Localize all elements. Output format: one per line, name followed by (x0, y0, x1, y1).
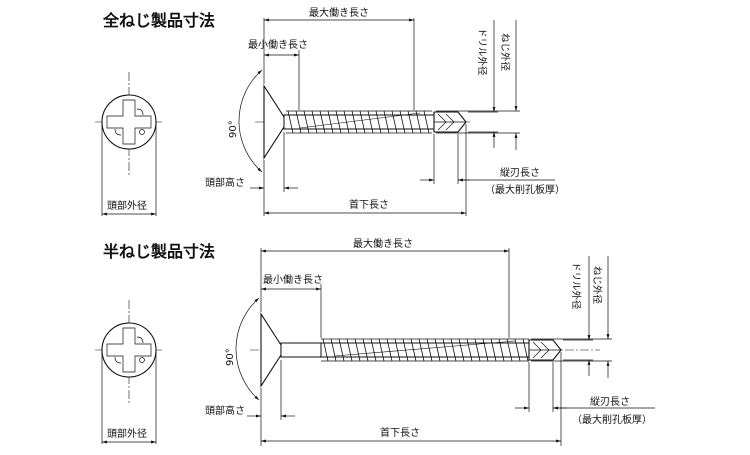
full-head-height-label: 頭部高さ (205, 176, 245, 189)
half-thread-diameter-label: ねじ外径 (591, 266, 603, 305)
half-thread-title: 半ねじ製品寸法 (103, 242, 215, 261)
full-angle-label: 90° (228, 120, 239, 138)
half-max-work-length-label: 最大働き長さ (353, 237, 413, 250)
half-screw-side-view (250, 312, 600, 388)
full-screw-side-view (255, 84, 470, 160)
half-thread-section: 半ねじ製品寸法 頭部外径 (95, 237, 655, 446)
half-drill-diameter-label: ドリル外径 (570, 262, 582, 310)
half-angle-label: 90° (225, 348, 236, 366)
full-neck-length-label: 首下長さ (349, 198, 389, 211)
full-thread-section: 全ねじ製品寸法 頭部外径 (95, 6, 565, 216)
full-thread-title: 全ねじ製品寸法 (102, 11, 215, 30)
full-flute-length-label: 縦刃長さ (500, 166, 540, 179)
full-head-diameter-label: 頭部外径 (107, 199, 147, 212)
half-head-top-view (95, 300, 162, 444)
half-head-diameter-label: 頭部外径 (107, 427, 147, 440)
full-drill-diameter-label: ドリル外径 (476, 28, 488, 76)
full-max-drill-thickness-label: （最大削孔板厚） (485, 183, 565, 196)
full-max-work-length-label: 最大働き長さ (309, 6, 369, 19)
half-min-work-length-label: 最小働き長さ (263, 273, 323, 286)
half-flute-length-label: 縦刃長さ (590, 395, 630, 408)
half-neck-length-label: 首下長さ (380, 426, 420, 439)
half-head-height-label: 頭部高さ (205, 404, 245, 417)
half-max-drill-thickness-label: （最大削孔板厚） (572, 413, 652, 426)
full-min-work-length-label: 最小働き長さ (248, 38, 308, 51)
full-head-top-view (95, 72, 162, 216)
full-thread-diameter-label: ねじ外径 (499, 33, 511, 72)
